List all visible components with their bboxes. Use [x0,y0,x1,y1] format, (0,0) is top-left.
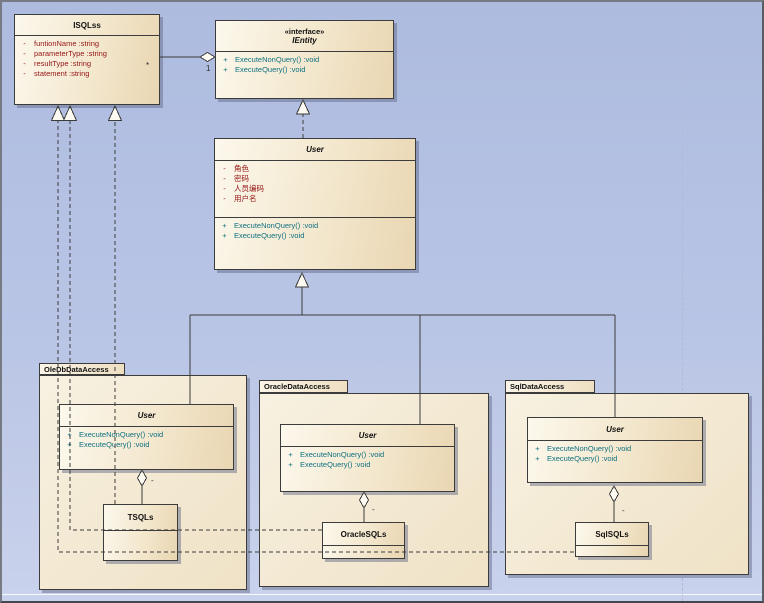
attribute-row: -密码 [215,174,415,184]
operations-compartment: +ExecuteNonQuery() :void +ExecuteQuery()… [216,51,393,98]
operation-row: +ExecuteQuery() :void [281,460,454,470]
visibility-marker: - [23,49,26,58]
page-break-line-vertical [682,2,683,601]
visibility-marker: + [222,231,227,240]
attribute-row: -parameterType :string [15,49,159,59]
realization-arrowhead-icon[interactable] [50,104,66,121]
attributes-compartment: -角色 -密码 -人员编码 -用户名 [215,160,415,217]
class-sqlsqls[interactable]: SqlSQLs [575,522,649,557]
visibility-marker: - [23,39,26,48]
class-tsqls[interactable]: TSQLs [103,504,178,561]
operation-row: +ExecuteQuery() :void [528,454,702,464]
package-label: SqlDataAccess [510,382,565,391]
attribute-row: -statement :string [15,69,159,79]
visibility-marker: + [222,221,227,230]
empty-compartment [576,545,648,556]
package-label: OleDbDataAccess [44,364,109,374]
operation-row: +ExecuteNonQuery() :void [215,221,415,231]
visibility-marker: - [223,174,226,183]
stereotype-label: «interface» [284,27,325,36]
operation-row: +ExecuteNonQuery() :void [60,430,233,440]
class-title: «interface» IEntity [284,27,325,45]
operations-compartment: +ExecuteNonQuery() :void +ExecuteQuery()… [528,440,702,482]
visibility-marker: - [223,194,226,203]
class-oledb-user[interactable]: User +ExecuteNonQuery() :void +ExecuteQu… [59,404,234,470]
page-break-line-horizontal [2,594,762,595]
visibility-marker: + [288,450,293,459]
package-tab-sqldataaccess[interactable]: SqlDataAccess [505,380,595,393]
visibility-marker: + [535,444,540,453]
class-title: TSQLs [127,513,154,522]
visibility-marker: + [535,454,540,463]
operation-row: +ExecuteQuery() :void [216,65,393,75]
class-oracle-user[interactable]: User +ExecuteNonQuery() :void +ExecuteQu… [280,424,455,492]
visibility-marker: + [288,460,293,469]
multiplicity-label-target: 1 [206,64,211,73]
class-user[interactable]: User -角色 -密码 -人员编码 -用户名 +ExecuteNonQuery… [214,138,416,270]
visibility-marker: - [223,184,226,193]
visibility-marker: + [223,65,228,74]
attribute-row: -resultType :string [15,59,159,69]
visibility-marker: - [223,164,226,173]
empty-compartment [104,530,177,560]
class-isqlss[interactable]: ISQLss -funtionName :string -parameterTy… [14,14,160,105]
class-title: User [606,424,624,434]
operation-row: +ExecuteQuery() :void [215,231,415,241]
visibility-marker: - [23,59,26,68]
attributes-compartment: -funtionName :string -parameterType :str… [15,35,159,104]
visibility-marker: + [67,440,72,449]
operation-row: +ExecuteNonQuery() :void [281,450,454,460]
interface-ientity[interactable]: «interface» IEntity +ExecuteNonQuery() :… [215,20,394,99]
realization-arrowhead-icon[interactable] [295,98,311,115]
attribute-row: -角色 [215,164,415,174]
aggregation-diamond-icon[interactable] [199,51,216,63]
class-sql-user[interactable]: User +ExecuteNonQuery() :void +ExecuteQu… [527,417,703,483]
operation-row: +ExecuteNonQuery() :void [216,55,393,65]
attribute-row: -funtionName :string [15,39,159,49]
operations-compartment: +ExecuteNonQuery() :void +ExecuteQuery()… [215,217,415,269]
empty-compartment [323,545,404,558]
class-title: SqlSQLs [595,529,629,539]
package-label: OracleDataAccess [264,382,330,391]
package-tab-oracledataaccess[interactable]: OracleDataAccess [259,380,348,393]
class-title: User [306,145,324,154]
realization-arrowhead-icon[interactable] [107,104,123,121]
class-oraclesqls[interactable]: OracleSQLs [322,522,405,559]
class-title: User [137,411,156,420]
operations-compartment: +ExecuteNonQuery() :void +ExecuteQuery()… [60,426,233,469]
class-title: User [358,431,377,440]
visibility-marker: + [67,430,72,439]
realization-arrowhead-icon[interactable] [62,104,78,121]
generalization-arrowhead-icon[interactable] [294,271,310,288]
visibility-marker: + [223,55,228,64]
operation-row: +ExecuteQuery() :void [60,440,233,450]
attribute-row: -人员编码 [215,184,415,194]
class-title: ISQLss [73,20,101,30]
class-title: OracleSQLs [340,529,387,539]
package-tab-oledbdataaccess[interactable]: OleDbDataAccess [39,363,125,375]
visibility-marker: - [23,69,26,78]
operation-row: +ExecuteNonQuery() :void [528,444,702,454]
attribute-row: -用户名 [215,194,415,204]
operations-compartment: +ExecuteNonQuery() :void +ExecuteQuery()… [281,446,454,491]
